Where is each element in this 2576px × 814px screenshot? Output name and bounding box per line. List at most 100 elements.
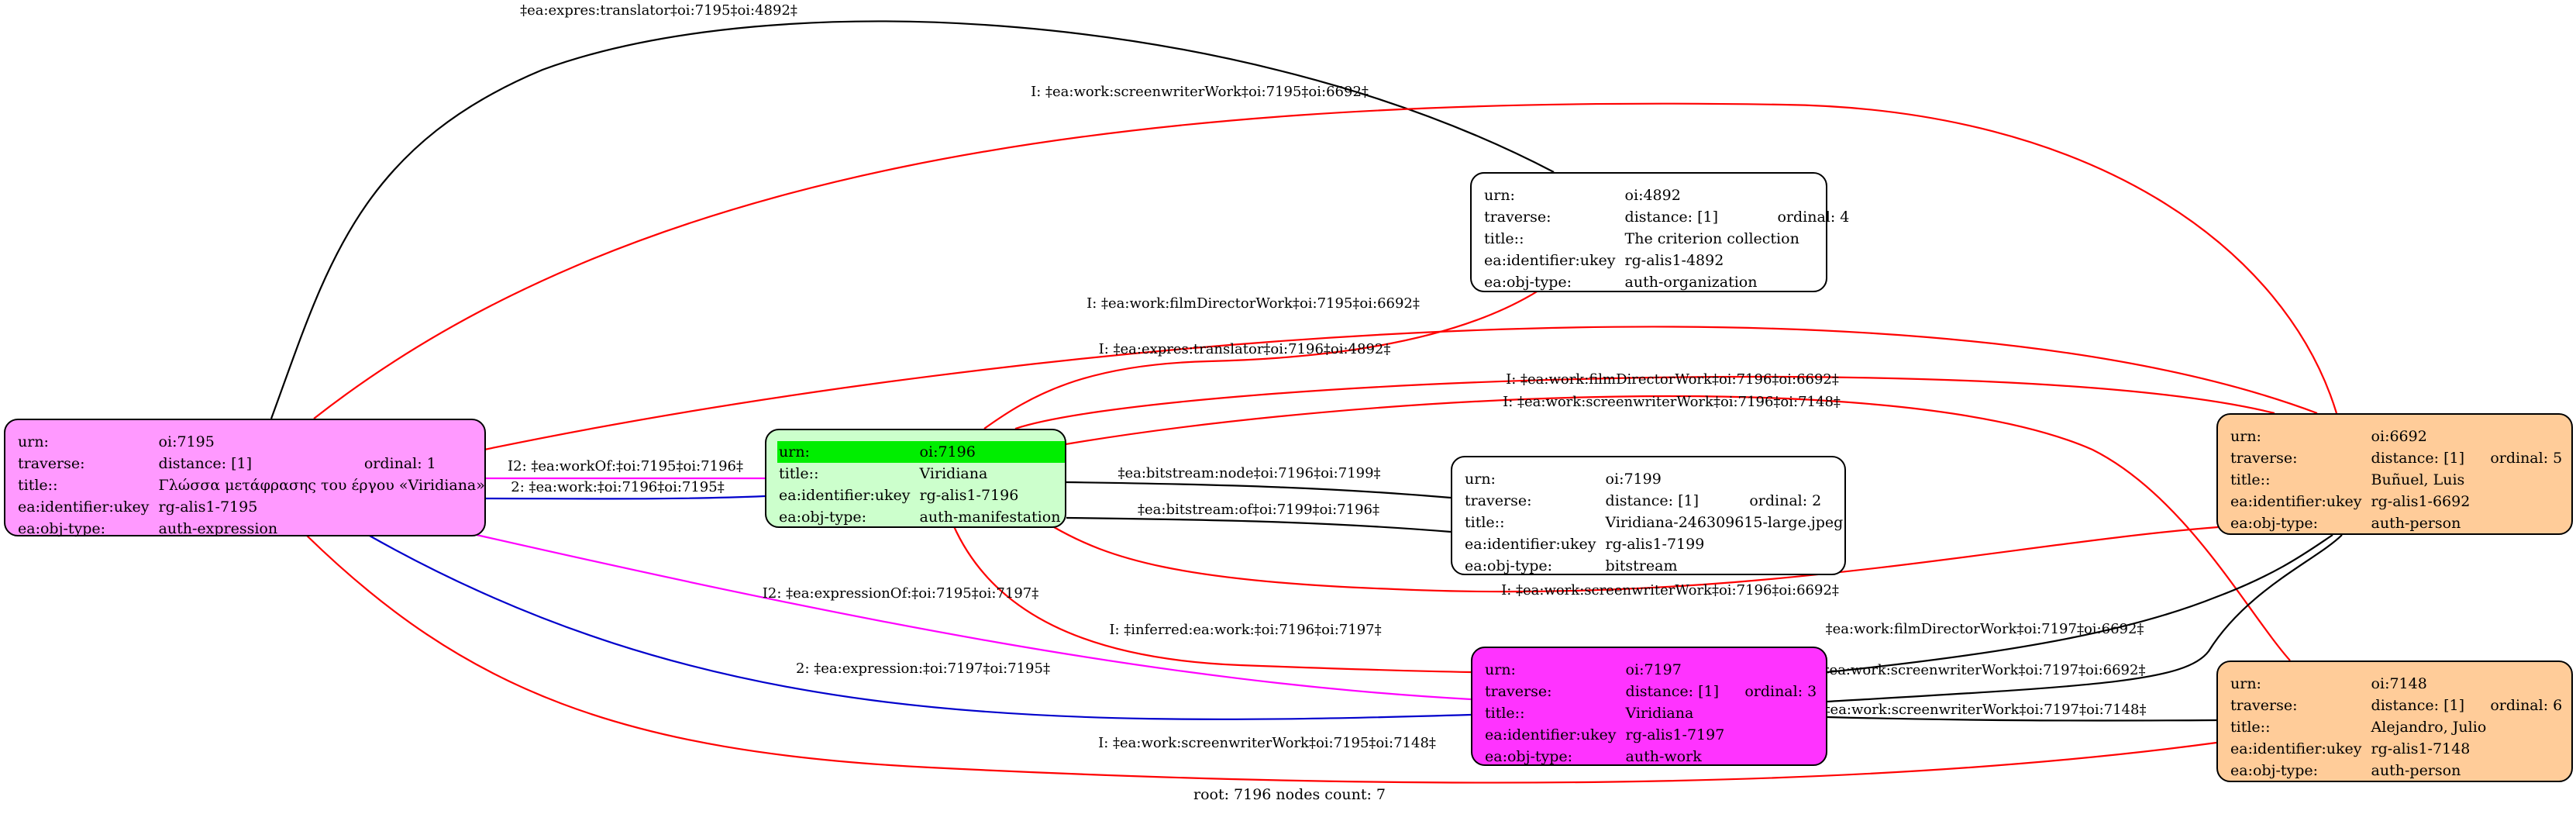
ordinal-value: ordinal: 2 <box>1749 492 1822 509</box>
edge-label: I: ‡ea:work:filmDirectorWork‡oi:7195‡oi:… <box>1087 295 1420 312</box>
edge-label: ‡ea:bitstream:node‡oi:7196‡oi:7199‡ <box>1118 465 1381 481</box>
objtype-key: ea:obj-type: <box>1485 748 1573 765</box>
edge-expressionof-7195-7197 <box>476 533 1472 701</box>
urn-value: oi:7195 <box>158 433 215 450</box>
edge-label: I: ‡ea:work:screenwriterWork‡oi:7195‡oi:… <box>1031 84 1369 100</box>
ukey-key: ea:identifier:ukey <box>18 498 150 516</box>
objtype-key: ea:obj-type: <box>1465 557 1553 574</box>
edge-work-7196-7195 <box>485 495 766 500</box>
urn-key: urn: <box>2230 428 2261 445</box>
edge-label: ‡ea:work:screenwriterWork‡oi:7197‡oi:714… <box>1823 702 2147 718</box>
ukey-key: ea:identifier:ukey <box>779 487 911 504</box>
edge-label: 2: ‡ea:work:‡oi:7196‡oi:7195‡ <box>511 479 725 495</box>
distance-value: distance: [1] <box>2371 697 2464 714</box>
title-value: Viridiana <box>919 465 988 482</box>
ordinal-value: ordinal: 5 <box>2490 450 2563 467</box>
ukey-value: rg-alis1-7197 <box>1625 726 1725 743</box>
ukey-value: rg-alis1-6692 <box>2371 493 2471 510</box>
title-key: title:: <box>1465 514 1505 531</box>
ukey-value: rg-alis1-4892 <box>1624 252 1724 269</box>
edge-screenwriter-7195-6692 <box>313 102 2338 419</box>
title-value: Buñuel, Luis <box>2371 471 2465 488</box>
ordinal-value: ordinal: 3 <box>1744 683 1817 700</box>
urn-key: urn: <box>1484 187 1515 204</box>
ordinal-value: ordinal: 6 <box>2490 697 2563 714</box>
title-key: title:: <box>2230 471 2271 488</box>
title-value: The criterion collection <box>1624 230 1799 247</box>
edge-bitstream-of <box>1066 516 1452 533</box>
title-key: title:: <box>2230 719 2271 736</box>
edge-screenwriter-7197-7148 <box>1827 716 2217 722</box>
edge-filmdirector-7197-6692 <box>1827 534 2333 674</box>
edge-filmdirector-7196-6692 <box>1014 375 2275 430</box>
urn-key: urn: <box>2230 675 2261 692</box>
objtype-key: ea:obj-type: <box>1484 274 1572 291</box>
node-oi-7195[interactable]: urn: oi:7195 traverse: distance: [1] ordina… <box>4 419 486 537</box>
urn-key: urn: <box>777 441 918 463</box>
urn-value: oi:7148 <box>2371 675 2427 692</box>
edge-label: I: ‡ea:work:screenwriterWork‡oi:7196‡oi:… <box>1501 582 1839 598</box>
edge-label: ‡ea:expres:translator‡oi:7195‡oi:4892‡ <box>520 2 797 19</box>
objtype-value: auth-organization <box>1624 274 1758 291</box>
edge-label: ‡ea:bitstream:of‡oi:7199‡oi:7196‡ <box>1138 502 1379 518</box>
urn-value: oi:7199 <box>1605 471 1662 488</box>
edge-translator-7195-4892 <box>270 20 1555 419</box>
ordinal-value: ordinal: 4 <box>1777 209 1850 226</box>
edge-label: I2: ‡ea:expressionOf:‡oi:7195‡oi:7197‡ <box>762 585 1039 602</box>
title-key: title:: <box>779 465 819 482</box>
edge-label: ‡ea:work:filmDirectorWork‡oi:7197‡oi:669… <box>1825 621 2144 637</box>
node-oi-7197[interactable]: urn:oi:7197 traverse:distance: [1]ordina… <box>1471 647 1827 766</box>
title-key: title:: <box>18 477 58 494</box>
edge-inferred-7196-7197 <box>952 524 1472 674</box>
title-key: title:: <box>1485 705 1525 722</box>
urn-value: oi:6692 <box>2371 428 2427 445</box>
title-value: Viridiana <box>1625 705 1694 722</box>
ukey-value: rg-alis1-7199 <box>1605 536 1705 553</box>
traverse-key: traverse: <box>1484 209 1551 226</box>
edge-screenwriter-7195-7148 <box>305 534 2217 784</box>
ukey-value: rg-alis1-7196 <box>919 487 1019 504</box>
traverse-key: traverse: <box>1465 492 1532 509</box>
node-oi-4892[interactable]: urn:oi:4892 traverse:distance: [1]ordina… <box>1470 172 1849 292</box>
edge-label: 2: ‡ea:expression:‡oi:7197‡oi:7195‡ <box>796 661 1050 677</box>
edge-screenwriter-7197-6692 <box>1827 534 2343 703</box>
edge-screenwriter-7196-7148 <box>1065 395 2291 661</box>
node-oi-7148[interactable]: urn: oi:7148 traverse: distance: [1] ordina… <box>2216 661 2573 782</box>
objtype-key: ea:obj-type: <box>779 509 867 526</box>
urn-key: urn: <box>18 433 49 450</box>
ordinal-value: ordinal: 1 <box>363 455 436 472</box>
edge-label: I: ‡ea:work:filmDirectorWork‡oi:7196‡oi:… <box>1506 371 1839 388</box>
edge-label: I: ‡ea:expres:translator‡oi:7196‡oi:4892… <box>1098 341 1391 357</box>
objtype-key: ea:obj-type: <box>18 520 106 537</box>
urn-key: urn: <box>1485 661 1516 678</box>
edge-label: ‡ea:work:screenwriterWork‡oi:7197‡oi:669… <box>1822 662 2146 678</box>
distance-value: distance: [1] <box>2371 450 2464 467</box>
title-value: Γλώσσα μετάφρασης του έργου «Viridiana» <box>158 477 485 494</box>
edge-label: I: ‡inferred:ea:work:‡oi:7196‡oi:7197‡ <box>1109 622 1382 638</box>
ukey-key: ea:identifier:ukey <box>1465 536 1596 553</box>
node-oi-6692[interactable]: urn: oi:6692 traverse: distance: [1] ordina… <box>2216 413 2573 535</box>
objtype-value: auth-manifestation <box>919 509 1061 526</box>
edge-label: I: ‡ea:work:screenwriterWork‡oi:7196‡oi:… <box>1503 394 1841 410</box>
objtype-key: ea:obj-type: <box>2230 515 2319 532</box>
edge-bitstream-node <box>1066 481 1452 499</box>
objtype-value: bitstream <box>1605 557 1678 574</box>
traverse-key: traverse: <box>2230 450 2298 467</box>
distance-value: distance: [1] <box>1624 209 1718 226</box>
objtype-value: auth-person <box>2371 762 2461 779</box>
graph-footer: root: 7196 nodes count: 7 <box>1193 786 1386 803</box>
node-oi-7196[interactable]: urn:oi:7196 title::Viridiana ea:identifi… <box>765 429 1066 528</box>
urn-key: urn: <box>1465 471 1496 488</box>
traverse-key: traverse: <box>2230 697 2298 714</box>
node-oi-7199[interactable]: urn: oi:7199 traverse: distance: [1] ordina… <box>1451 456 1846 575</box>
ukey-value: rg-alis1-7148 <box>2371 740 2471 757</box>
distance-value: distance: [1] <box>1625 683 1719 700</box>
urn-value: oi:7197 <box>1625 661 1682 678</box>
traverse-key: traverse: <box>18 455 85 472</box>
title-value: Viridiana-246309615-large.jpeg <box>1605 514 1844 531</box>
urn-value: oi:7196 <box>918 441 1066 463</box>
objtype-value: auth-person <box>2371 515 2461 532</box>
distance-value: distance: [1] <box>1605 492 1699 509</box>
distance-value: distance: [1] <box>158 455 252 472</box>
